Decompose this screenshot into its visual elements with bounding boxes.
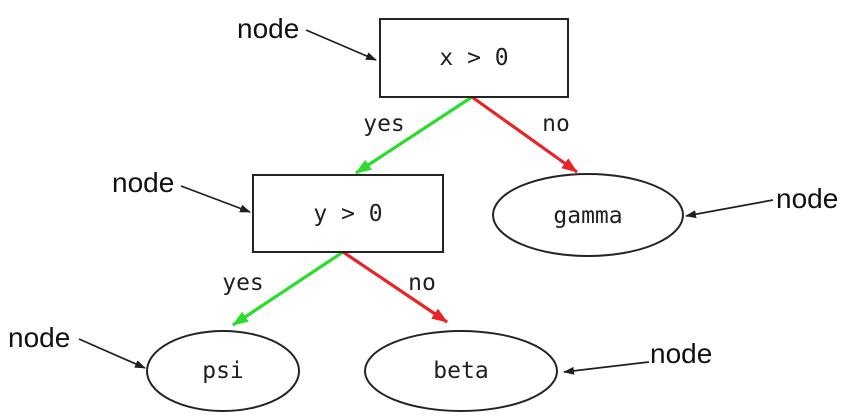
annotation-arrow-psi xyxy=(78,338,146,369)
annotation-arrow-left xyxy=(180,185,251,213)
annotation-label-left: node xyxy=(112,167,174,198)
node-gamma-ellipse xyxy=(492,173,684,257)
edge-label-left-no: no xyxy=(408,270,436,296)
tree-nodes: x > 0 y > 0 gamma psi beta xyxy=(146,18,684,412)
edge-label-root-yes: yes xyxy=(363,111,405,137)
edge-root-no xyxy=(471,95,578,174)
node-psi-label: psi xyxy=(202,358,244,384)
annotation-label-root: node xyxy=(237,13,299,44)
edge-left-yes xyxy=(232,250,344,327)
node-left-label: y > 0 xyxy=(313,201,382,227)
annotation-arrow-gamma xyxy=(685,199,774,219)
annotation-label-gamma: node xyxy=(776,183,838,214)
edge-root-yes xyxy=(355,95,473,175)
annotation-arrow-beta xyxy=(563,361,650,375)
node-gamma-label: gamma xyxy=(553,203,622,229)
edge-label-root-no: no xyxy=(542,111,570,137)
edge-labels: yes no yes no xyxy=(222,111,570,296)
node-beta-label: beta xyxy=(433,358,488,384)
node-psi-ellipse xyxy=(146,330,300,412)
edge-label-left-yes: yes xyxy=(222,270,264,296)
node-root-box xyxy=(379,18,569,98)
edge-left-no xyxy=(342,250,448,324)
annotation-arrow-root xyxy=(305,29,377,61)
node-beta-ellipse xyxy=(364,330,558,412)
annotation-label-psi: node xyxy=(8,322,70,353)
node-left-box xyxy=(252,174,444,253)
annotations: node node node node node xyxy=(8,13,838,375)
annotation-label-beta: node xyxy=(650,338,712,369)
node-root-label: x > 0 xyxy=(439,45,508,71)
decision-edges xyxy=(232,95,578,327)
